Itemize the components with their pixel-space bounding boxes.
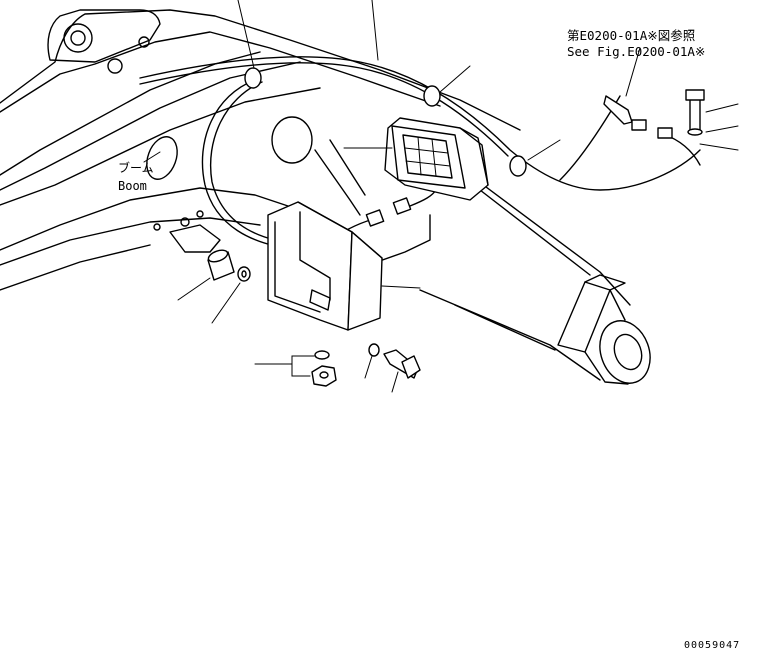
boom-pin-hole	[107, 58, 123, 74]
boom-lower-hole	[146, 136, 178, 180]
boom-end-boss	[599, 320, 651, 384]
leader-ground-washer	[705, 125, 739, 133]
cable-clamp-1	[244, 67, 262, 89]
wiring-harness	[139, 56, 701, 269]
cable-clamp-2	[423, 85, 441, 107]
harness-cable-upper	[139, 56, 701, 191]
lamp-connector-male	[365, 209, 385, 227]
boom-mount-bracket	[169, 224, 221, 253]
guard-fold	[299, 211, 331, 301]
boom-pin-boss-outer	[63, 23, 93, 53]
boom-structure	[0, 9, 651, 385]
guard-top-lip	[351, 231, 383, 259]
washer-left	[237, 266, 251, 282]
ground-terminal-eye	[657, 127, 673, 139]
boom-rib-2	[329, 139, 366, 196]
leader-bolt	[391, 371, 399, 393]
boom-lower-edge-2	[0, 217, 261, 266]
boom-mount-hole-2	[180, 217, 190, 227]
boom-label-en: Boom	[118, 179, 147, 193]
boom-small-hole	[138, 36, 150, 48]
ground-washer	[687, 128, 703, 136]
leader-guard	[381, 285, 421, 289]
washer-left-hole	[241, 270, 247, 278]
leader-spacer	[177, 277, 211, 301]
harness-cable-loop	[201, 79, 301, 251]
leader-clamp-2	[439, 65, 471, 93]
guard-slot	[309, 289, 331, 311]
washer-right	[368, 343, 380, 357]
cable-clamp-3	[509, 155, 527, 177]
leader-nut-washer	[254, 355, 315, 377]
boom-flange-3	[0, 87, 321, 206]
boom-arm-upper-edge	[469, 174, 631, 306]
leader-clamp-3	[527, 139, 561, 161]
boom-pin-boss-inner	[70, 30, 86, 46]
leader-ground-terminal	[699, 143, 739, 151]
boom-arm-lower-edge-2	[454, 304, 556, 351]
boom-rib	[314, 149, 361, 216]
ground-bolt	[689, 95, 701, 133]
light-guard-bracket	[267, 201, 383, 331]
lamp-connector-female	[392, 197, 412, 215]
ground-terminal-left	[603, 95, 633, 125]
leader-clamp-1	[237, 0, 255, 69]
boom-label-jp: ブーム	[118, 160, 154, 175]
work-light-lens-grid	[404, 136, 451, 177]
harness-lamp-lead	[409, 189, 437, 207]
labels: 第E0200-01A※図参照 See Fig.E0200-01A※ ブーム Bo…	[118, 28, 740, 651]
boom-end-bore	[613, 333, 643, 371]
boom-top-inner-edge	[0, 31, 441, 113]
boom-arm-end-box-side	[584, 274, 626, 291]
fasteners	[207, 89, 705, 387]
harness-cable-upper-2	[139, 62, 509, 157]
leader-harness	[371, 0, 379, 61]
guard-front-plate	[297, 201, 383, 331]
boom-arm-lower-edge	[419, 289, 601, 381]
boom-bracket-plate	[47, 9, 161, 63]
washer-bottom	[314, 350, 330, 360]
cable-clamps	[244, 67, 527, 177]
boom-arm-end-box	[557, 281, 611, 353]
leader-boom	[143, 151, 161, 163]
guard-inner-edge	[274, 221, 321, 313]
hex-bolt-head	[401, 355, 421, 379]
leader-reference	[625, 47, 641, 97]
drawing-number: 00059047	[684, 640, 740, 651]
reference-note-jp: 第E0200-01A※図参照	[567, 28, 695, 43]
boom-bottom-edge	[0, 244, 151, 291]
boom-side-hole	[271, 116, 313, 164]
harness-cable-loop-2	[210, 81, 301, 245]
reference-note-en: See Fig.E0200-01A※	[567, 44, 705, 59]
boom-end-connector	[584, 351, 629, 385]
spacer-collar-top	[207, 249, 229, 263]
leader-ground-bolt	[705, 103, 739, 113]
boom-top-edge	[0, 9, 521, 131]
work-light-assembly	[365, 117, 489, 227]
boom-flange-1	[0, 51, 261, 176]
leader-washer-right	[364, 355, 373, 379]
ground-bolt-head	[685, 89, 705, 101]
ground-terminal-connector	[631, 119, 647, 131]
boom-mount-hole-1	[153, 223, 161, 231]
hex-nut-hole	[319, 371, 329, 379]
boom-end-connector-2	[609, 289, 626, 321]
boom-mount-hole-3	[196, 210, 204, 218]
boom-lower-edge	[0, 187, 301, 251]
leader-washer-left	[211, 282, 241, 324]
callout-leaders	[143, 0, 739, 393]
work-light-rear	[459, 127, 489, 186]
hex-nut	[311, 365, 337, 387]
boom-arm-upper-edge-2	[479, 189, 591, 276]
